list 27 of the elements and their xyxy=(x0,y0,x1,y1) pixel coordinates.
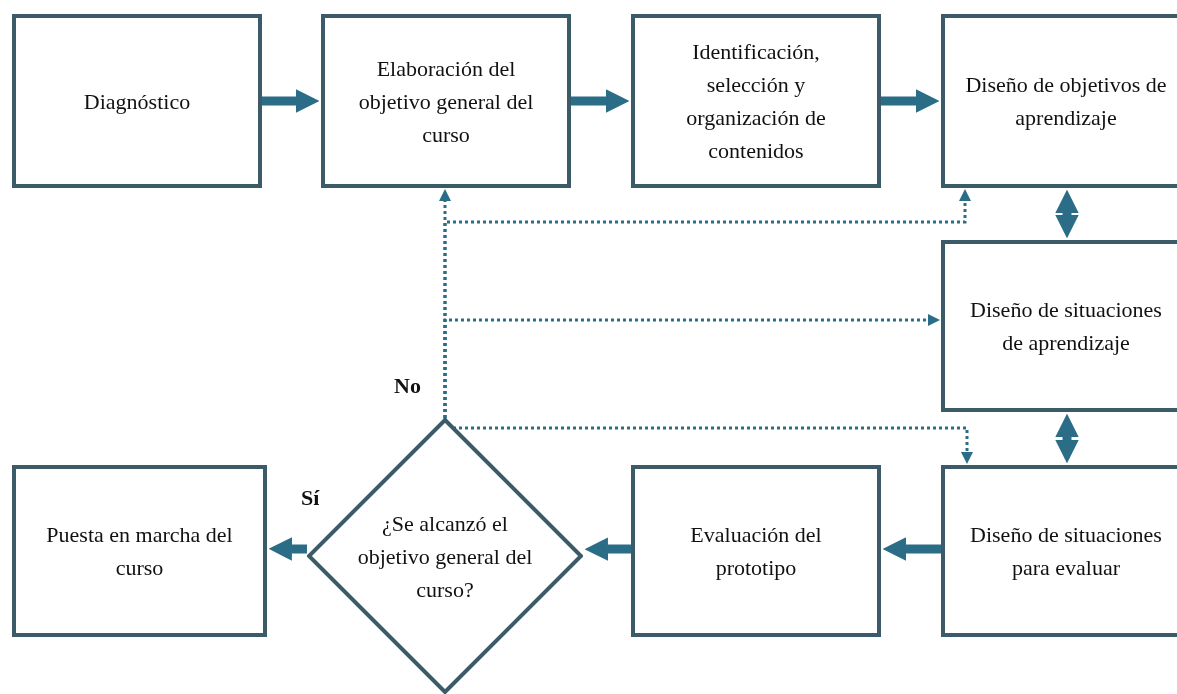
node-text: Diseño de situaciones para evaluar xyxy=(969,521,1163,582)
node-text: Elaboración del objetivo general del curso xyxy=(357,54,535,149)
process-box xyxy=(12,14,262,188)
process-box xyxy=(321,14,571,188)
arrow xyxy=(443,418,973,464)
process-box xyxy=(12,465,267,637)
arrow xyxy=(1055,413,1079,464)
node-text: Evaluación del prototipo xyxy=(689,521,823,582)
node-text: Identificación, selección y organización de contenidos xyxy=(685,38,827,165)
node-text: Diseño de objetivos de aprendizaje xyxy=(964,71,1168,132)
process-box xyxy=(941,465,1177,637)
arrow xyxy=(571,89,630,113)
arrow xyxy=(882,537,941,561)
node-text: ¿Se alcanzó el objetivo general del curso? xyxy=(356,509,534,604)
arrow xyxy=(881,89,940,113)
process-box xyxy=(941,240,1177,412)
node-text: Diseño de situaciones de aprendizaje xyxy=(969,296,1163,357)
process-box xyxy=(941,14,1177,188)
arrow xyxy=(584,537,632,561)
node-text: Puesta en marcha del curso xyxy=(45,521,234,582)
arrow xyxy=(262,89,320,113)
arrow xyxy=(1055,189,1079,239)
arrow xyxy=(443,314,940,418)
arrow xyxy=(268,537,308,561)
node-text: Diagnóstico xyxy=(83,87,191,116)
process-box xyxy=(631,465,881,637)
process-box xyxy=(631,14,881,188)
